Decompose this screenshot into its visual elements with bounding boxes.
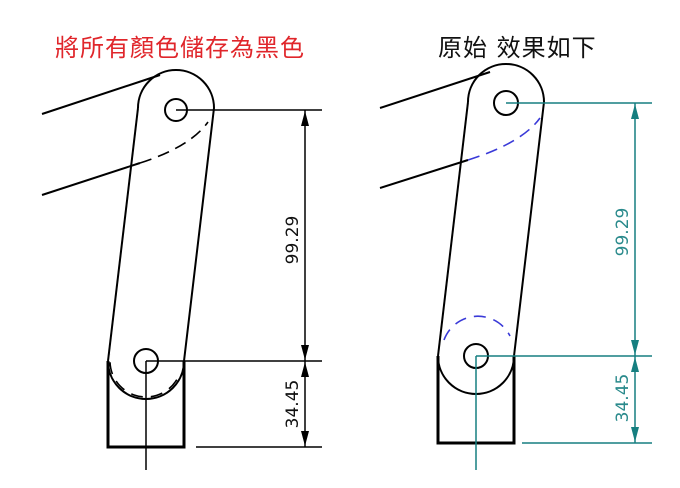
caption-all-black: 將所有顏色儲存為黑色: [55, 34, 305, 62]
dimension-lower-value-right: 34.45: [613, 374, 633, 423]
dimensions-right: [476, 102, 652, 444]
dimension-upper-value-right: 99.29: [613, 208, 633, 257]
arm-left-edge: [437, 101, 469, 357]
lower-link-edge: [41, 162, 141, 196]
hidden-line: [139, 121, 209, 164]
hidden-boss-circle: [109, 349, 183, 398]
upper-link-edge: [379, 71, 491, 109]
arm-left-edge: [107, 107, 139, 362]
dimensions-left: [146, 109, 322, 448]
caption-original: 原始 效果如下: [438, 34, 597, 62]
dimension-lower-value-left: 34.45: [283, 380, 303, 429]
upper-link-edge: [41, 74, 161, 115]
drawing-all-black: [41, 69, 322, 470]
drawing-original: [379, 63, 652, 470]
arrowheads-left: [301, 111, 309, 446]
arm-top-and-right-edge: [137, 69, 216, 362]
hidden-line: [467, 117, 541, 161]
arrowheads-right: [631, 104, 639, 442]
dimension-upper-value-left: 99.29: [283, 216, 303, 265]
hidden-boss-arc: [443, 315, 511, 341]
arm-top-and-right-edge: [467, 63, 546, 357]
lower-link-edge: [379, 159, 469, 189]
